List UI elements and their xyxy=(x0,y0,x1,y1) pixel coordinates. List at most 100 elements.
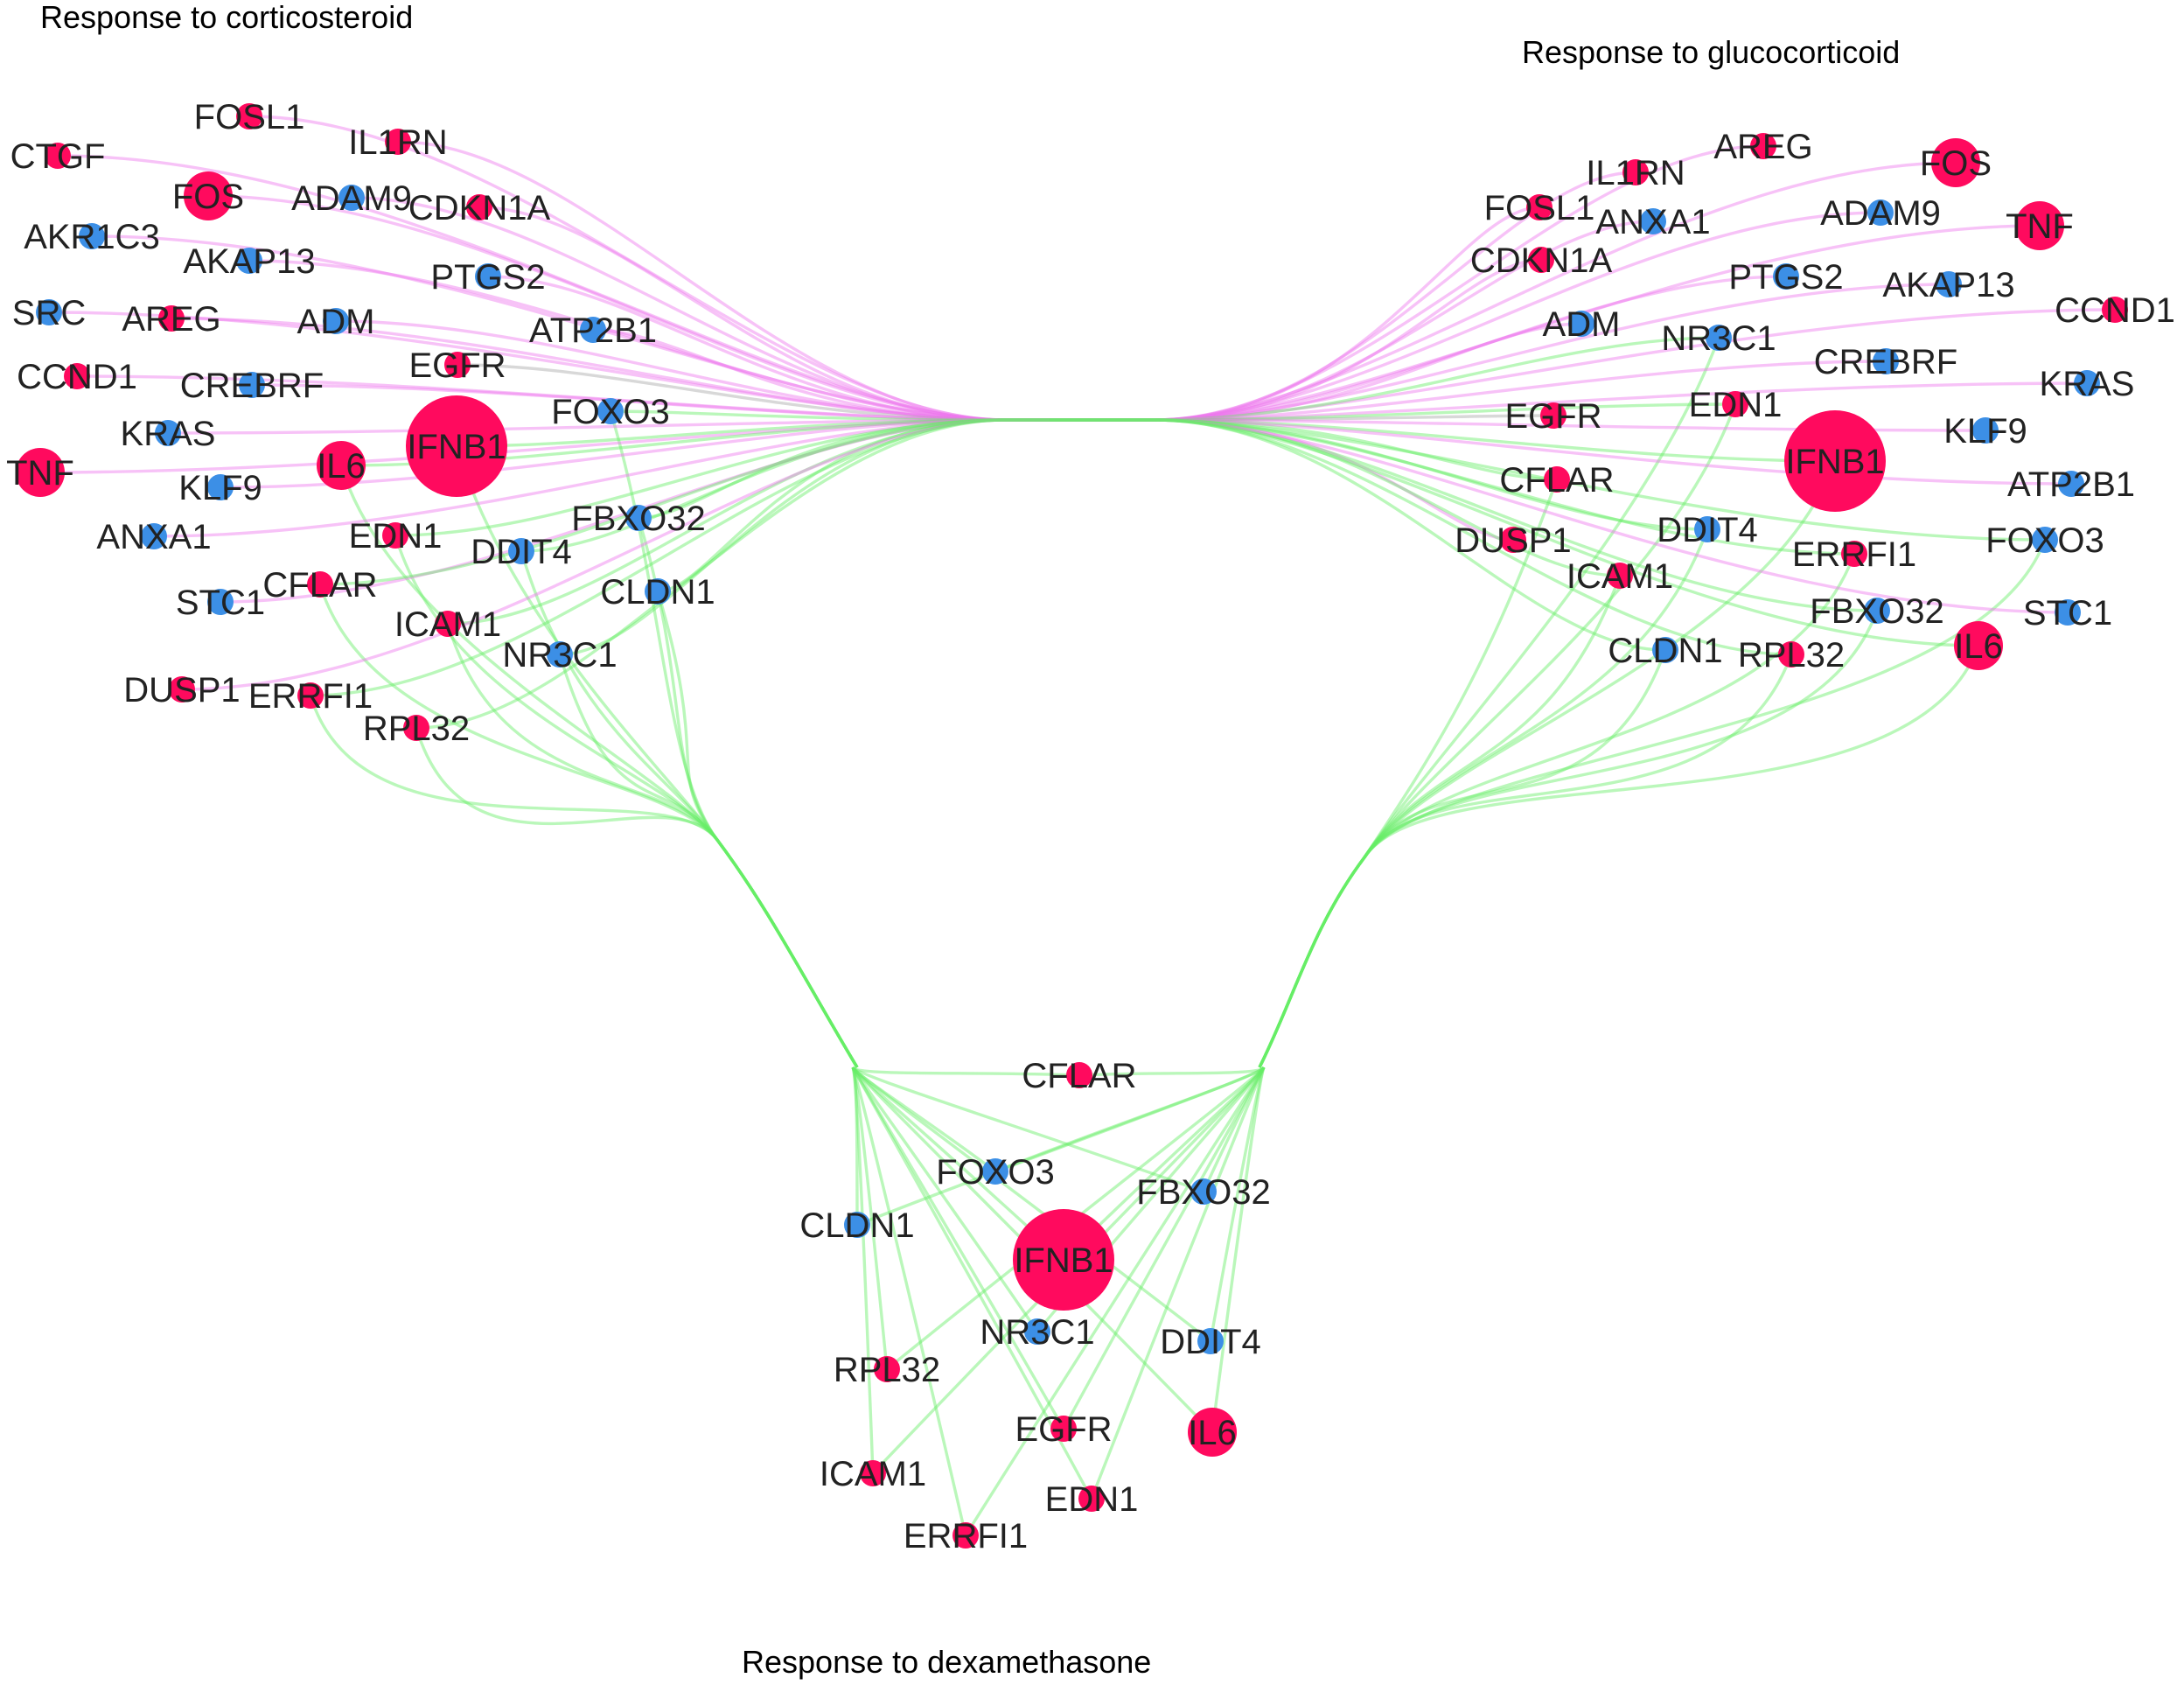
node-glucocorticoid-icam1: ICAM1 xyxy=(1566,557,1673,596)
edge-glucocorticoid-dex-cflar xyxy=(1258,479,1559,1068)
node-label: IL1RN xyxy=(348,123,447,162)
node-circle xyxy=(1540,402,1566,429)
node-circle xyxy=(466,194,492,220)
edge-glucocorticoid-edn1 xyxy=(1050,402,1736,422)
title-corticosteroid: Response to corticosteroid xyxy=(40,0,413,35)
node-circle xyxy=(1773,263,1799,290)
node-circle xyxy=(239,372,265,398)
node-corticosteroid-egfr: EGFR xyxy=(408,346,506,385)
node-dexamethasone-edn1: EDN1 xyxy=(1045,1480,1139,1519)
edge-corticosteroid-dex-cldn1 xyxy=(656,591,859,1068)
node-label: ATP2B1 xyxy=(2007,465,2135,504)
node-corticosteroid-ddit4: DDIT4 xyxy=(471,533,572,571)
node-circle xyxy=(1197,1328,1224,1354)
node-label: KLF9 xyxy=(1943,412,2027,451)
node-circle xyxy=(317,441,366,490)
node-label: FOS xyxy=(1920,144,1992,183)
node-circle xyxy=(338,185,365,211)
edge-dexamethasone-left-icam1 xyxy=(851,1066,875,1474)
node-glucocorticoid-cldn1: CLDN1 xyxy=(1608,632,1722,670)
node-circle xyxy=(1864,598,1890,624)
node-corticosteroid-klf9: KLF9 xyxy=(178,469,262,507)
edge-glucocorticoid-fos xyxy=(1050,161,1957,422)
edge-glucocorticoid-dex-rpl32 xyxy=(1258,654,1793,1068)
node-label: RPL32 xyxy=(1738,636,1845,675)
node-circle xyxy=(1722,391,1748,417)
node-circle xyxy=(207,474,234,500)
node-glucocorticoid-rpl32: RPL32 xyxy=(1738,636,1845,675)
node-label: IFNB1 xyxy=(407,428,506,466)
edge-corticosteroid-ptgs2 xyxy=(487,275,1137,422)
edge-corticosteroid-atp2b1 xyxy=(592,328,1137,422)
node-circle xyxy=(874,1356,900,1382)
edge-corticosteroid-dex-cflar xyxy=(318,584,859,1068)
node-dexamethasone-icam1: ICAM1 xyxy=(820,1455,926,1493)
edge-dexamethasone-right-il6 xyxy=(1211,1066,1266,1433)
edge-glucocorticoid-cflar xyxy=(1050,418,1558,481)
edge-corticosteroid-dex-icam1 xyxy=(446,623,859,1068)
node-glucocorticoid-fosl1: FOSL1 xyxy=(1484,189,1595,227)
node-label: CFLAR xyxy=(1022,1057,1136,1095)
edge-corticosteroid-rpl32 xyxy=(415,418,1137,730)
node-circle xyxy=(860,1460,886,1486)
node-circle xyxy=(1841,541,1867,567)
node-circle xyxy=(625,505,652,531)
node-circle xyxy=(1652,637,1678,663)
edge-corticosteroid-cldn1 xyxy=(657,418,1137,593)
node-glucocorticoid-edn1: EDN1 xyxy=(1689,386,1783,424)
edge-corticosteroid-dex-nr3c1 xyxy=(558,654,859,1068)
edge-glucocorticoid-ddit4 xyxy=(1050,418,1708,531)
node-circle xyxy=(1013,1209,1114,1311)
node-circle xyxy=(236,248,262,274)
node-glucocorticoid-fos: FOS xyxy=(1920,138,1992,187)
edge-glucocorticoid-ccnd1 xyxy=(1050,308,2116,422)
node-label: FBXO32 xyxy=(571,500,705,538)
node-corticosteroid-fbxo32: FBXO32 xyxy=(571,500,705,538)
edge-corticosteroid-ifnb1 xyxy=(456,418,1137,448)
node-glucocorticoid-anxa1: ANXA1 xyxy=(1595,203,1710,241)
edge-glucocorticoid-cdkn1a xyxy=(1050,258,1542,422)
node-glucocorticoid-klf9: KLF9 xyxy=(1943,412,2027,451)
node-corticosteroid-dusp1: DUSP1 xyxy=(123,671,240,710)
edge-corticosteroid-dex-il6 xyxy=(339,465,859,1068)
edge-glucocorticoid-dex-nr3c1 xyxy=(1258,337,1720,1068)
edge-glucocorticoid-nr3c1 xyxy=(1050,336,1720,422)
node-label: AKAP13 xyxy=(183,242,315,281)
node-glucocorticoid-ddit4: DDIT4 xyxy=(1657,511,1758,549)
node-label: FOSL1 xyxy=(194,98,305,136)
node-circle xyxy=(1544,466,1570,493)
node-label: AREG xyxy=(122,300,220,339)
edge-glucocorticoid-dex-ddit4 xyxy=(1258,528,1709,1068)
node-corticosteroid-ifnb1: IFNB1 xyxy=(406,395,507,497)
node-glucocorticoid-fbxo32: FBXO32 xyxy=(1810,592,1943,631)
edge-corticosteroid-dex-ddit4 xyxy=(520,550,859,1068)
node-dexamethasone-cflar: CFLAR xyxy=(1022,1057,1136,1095)
edge-glucocorticoid-dex-ifnb1 xyxy=(1258,460,1837,1068)
node-circle xyxy=(844,1212,870,1238)
node-circle xyxy=(207,589,234,615)
node-dexamethasone-cldn1: CLDN1 xyxy=(799,1206,914,1245)
node-glucocorticoid-crebrf: CREBRF xyxy=(1814,343,1957,381)
node-label: DDIT4 xyxy=(1160,1323,1261,1361)
edge-dexamethasone-right-fbxo32 xyxy=(1202,1066,1266,1192)
title-dexamethasone: Response to dexamethasone xyxy=(742,1644,1151,1680)
edge-corticosteroid-crebrf xyxy=(251,383,1137,422)
node-circle xyxy=(1066,1062,1092,1088)
edge-glucocorticoid-dusp1 xyxy=(1050,418,1514,542)
edge-glucocorticoid-cldn1 xyxy=(1050,418,1666,652)
edge-glucocorticoid-adm xyxy=(1050,322,1582,422)
node-circle xyxy=(1706,325,1732,351)
node-dexamethasone-ddit4: DDIT4 xyxy=(1160,1323,1261,1361)
node-corticosteroid-il1rn: IL1RN xyxy=(348,123,447,162)
node-label: CCND1 xyxy=(17,358,137,396)
node-label: IL6 xyxy=(1954,627,2003,666)
node-circle xyxy=(1188,1408,1237,1457)
node-glucocorticoid-ccnd1: CCND1 xyxy=(2055,291,2175,330)
edge-glucocorticoid-stc1 xyxy=(1050,418,2069,614)
node-circle xyxy=(645,578,671,605)
node-circle xyxy=(952,1522,979,1549)
edge-glucocorticoid-dex-il6 xyxy=(1258,645,1980,1068)
node-circle xyxy=(1936,271,1962,297)
node-label: EGFR xyxy=(1015,1410,1112,1449)
node-circle xyxy=(141,523,167,549)
